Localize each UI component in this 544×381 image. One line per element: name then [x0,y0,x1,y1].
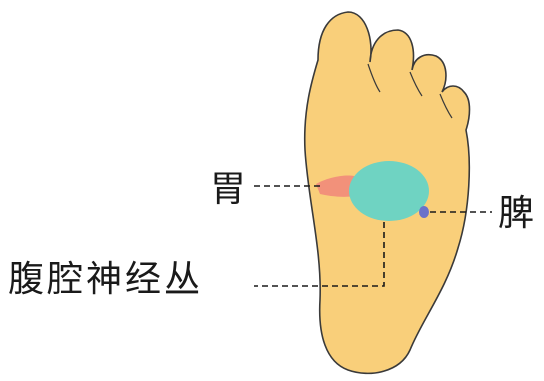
spleen-label: 脾 [498,196,535,232]
stomach-label: 胃 [210,172,247,208]
solar-plexus-label: 腹腔神经丛 [8,262,203,298]
solar-plexus-zone [349,161,429,221]
spleen-zone [419,206,429,218]
